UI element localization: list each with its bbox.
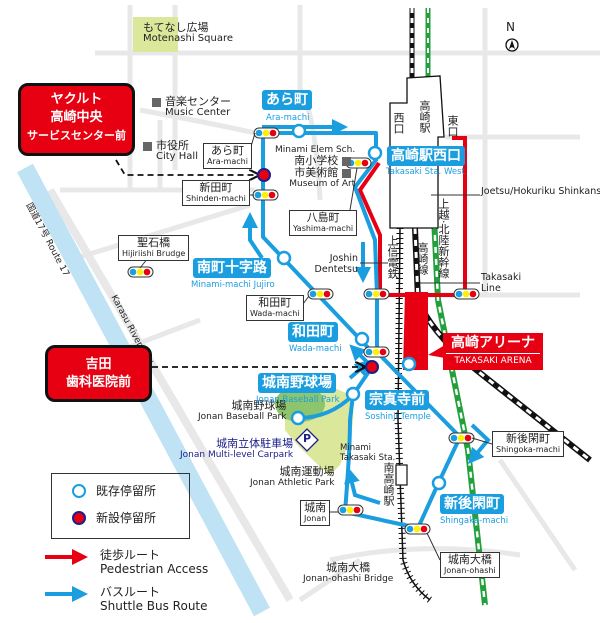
east-exit-label: 東口 (446, 115, 459, 137)
shuttle-stop-en: Ara-machi (266, 113, 310, 123)
yakult-new-stop-callout: ヤクルト 高崎中央 サービスセンター前 (18, 83, 135, 156)
compass-icon (505, 38, 519, 52)
new-stops (257, 168, 379, 374)
city-hall-label: 市役所 City Hall (139, 140, 198, 162)
compass-north-label: N (506, 20, 515, 34)
shuttle-stop-ara-machi[interactable]: あら町 (262, 90, 312, 110)
shuttle-stop-takasaki-west[interactable]: 高崎駅西口 (387, 146, 465, 166)
takasaki-line-label: Takasaki Line (481, 272, 522, 294)
minami-takasaki-station-jp-label: 南高崎駅 (382, 462, 395, 506)
joshin-dentetsu-label: Joshin Dentetsu (314, 253, 358, 275)
carpark-symbol-frame (295, 428, 319, 452)
shuttle-stop-en: Shingaka-machi (440, 516, 509, 526)
building-icon (143, 141, 152, 151)
legend-pedestrian: 徒歩ルート Pedestrian Access (100, 548, 209, 576)
motenashi-square-label: もてなし広場 Motenashi Square (143, 21, 233, 44)
traffic-signals (127, 127, 480, 535)
legend-shuttle-bus: バスルート Shuttle Bus Route (100, 585, 208, 613)
carpark-label: 城南立体駐車場 Jonan Multi-level Carpark (180, 437, 294, 461)
yakult-dashed-arrow (115, 159, 258, 175)
existing-stops (276, 123, 447, 491)
baseball-park-label: 城南野球場 Jonan Baseball Park (198, 399, 287, 423)
takasaki-line-jp-label: 高崎線 (416, 242, 429, 275)
shuttle-stop-minami-machi-jujiro[interactable]: 南町十字路 (193, 258, 271, 278)
takasaki-arena-label: 高崎アリーナ TAKASAKI ARENA (443, 333, 543, 370)
shuttle-stop-soshinji[interactable]: 宗真寺前 (365, 390, 429, 410)
shuttle-stop-en: Soshinji Temple (365, 412, 431, 422)
existing-stop-icon (72, 483, 86, 498)
shuttle-stop-en: Takasaki Sta. West (386, 167, 465, 177)
shuttle-stop-shingaka-machi[interactable]: 新後閑町 (440, 494, 504, 514)
shuttle-stop-en: Minami-machi Jujiro (191, 280, 275, 290)
shuttle-stop-en: Wada-machi (289, 344, 342, 354)
building-icon (342, 156, 352, 166)
takasaki-station-label: 高崎駅 (418, 100, 431, 133)
shuttle-stop-en: Jonan Baseball Park (256, 395, 340, 405)
motenashi-square (133, 17, 178, 52)
new-stop-icon (72, 510, 86, 525)
carpark-icon: P (303, 432, 312, 445)
arena-building (403, 292, 428, 370)
shinkansen-label: Joetsu/Hokuriku Shinkansen (481, 186, 600, 197)
minami-takasaki-station-label: Minami Takasaki Sta. (340, 443, 396, 463)
building-icon (342, 168, 352, 178)
baseball-park (275, 386, 325, 422)
school-museum-label: Minami Elem Sch. 南小学校 市美術館 Museum of Art (275, 145, 356, 189)
yoshida-new-stop-callout: 吉田 歯科医院前 (45, 345, 152, 402)
joshin-jp-label: 上信電鉄 (386, 235, 399, 279)
west-exit-label: 西口 (392, 112, 405, 134)
athletic-park-label: 城南運動場 Jonan Athletic Park (250, 465, 335, 489)
shinkansen-jp-label: 上越·北陸新幹線 (437, 198, 450, 279)
music-center-label: 音楽センター Music Center (148, 96, 231, 118)
shuttle-stop-jonan-baseball[interactable]: 城南野球場 (258, 373, 336, 393)
jonan-ohashi-bridge-label: 城南大橋 Jonan-ohashi Bridge (303, 561, 394, 585)
shuttle-stop-wada-machi[interactable]: 和田町 (288, 322, 338, 342)
building-icon (152, 97, 161, 107)
legend-box: 既存停留所 新設停留所 (51, 473, 190, 539)
